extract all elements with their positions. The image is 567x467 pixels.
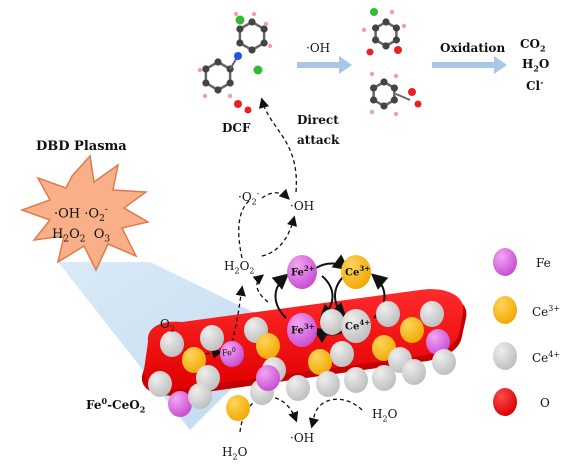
slab-atom-ce4 <box>420 301 444 327</box>
slab-atom-fe <box>220 341 244 367</box>
legend-ce4-dot <box>493 342 517 370</box>
fe0-label: Fe0 <box>222 347 236 358</box>
hydroxyl-label: ·OH <box>290 199 315 213</box>
oh-bottom-label: ·OH <box>290 431 315 445</box>
atom <box>233 11 239 17</box>
atom <box>369 109 375 115</box>
slab-atom-ce3 <box>226 395 250 421</box>
slab-atom-ce4 <box>200 325 224 351</box>
legend <box>493 248 517 416</box>
atom <box>361 27 367 33</box>
oxidation-label: Oxidation <box>440 41 506 55</box>
fe2-atom <box>287 255 317 289</box>
atom <box>414 100 422 108</box>
slab-atom-ce4 <box>372 365 396 391</box>
slab-atom-ce3 <box>400 317 424 343</box>
plasma-species-line2: H2O2 O3 <box>52 227 111 245</box>
atom <box>202 93 208 99</box>
atom <box>253 65 263 75</box>
product-molecule-2 <box>369 71 422 117</box>
direct-attack-line1: Direct <box>297 113 339 127</box>
h2o-left-label: H2O <box>222 445 248 462</box>
redox-atoms <box>287 255 371 347</box>
slab-atom-ce4 <box>330 341 354 367</box>
fe3-atom <box>287 313 317 347</box>
atom <box>267 43 273 49</box>
dcf-label: DCF <box>222 121 251 135</box>
atom <box>393 73 399 79</box>
atom <box>263 21 269 27</box>
h2o-right-label: H2O <box>372 407 398 424</box>
fe2-label: Fe2+ <box>291 264 315 279</box>
slab-atom-ce4 <box>316 371 340 397</box>
legend-ce3-dot <box>493 296 517 324</box>
slab-atom-ce4 <box>344 367 368 393</box>
slab-atom-ce4 <box>402 359 426 385</box>
product-cl: Cl- <box>526 77 544 93</box>
slab-atom-ce4 <box>432 349 456 375</box>
plasma-species-line1: ·OH ·O2- <box>54 205 108 224</box>
atom <box>369 71 375 77</box>
atom <box>408 88 416 96</box>
atom <box>393 111 399 117</box>
atom <box>197 67 203 73</box>
reaction-arrows <box>297 56 507 74</box>
oh-arrow-label: ·OH <box>306 41 331 55</box>
legend-ce3-label: Ce3+ <box>532 304 561 319</box>
slab-atom-ce4 <box>376 301 400 327</box>
atom <box>235 15 245 25</box>
slab-atom-ce4 <box>286 375 310 401</box>
legend-o-dot <box>493 388 517 416</box>
ce3-label: Ce3+ <box>345 264 371 279</box>
slab-atom-ce4 <box>320 309 344 335</box>
slab-atom-ce3 <box>256 333 280 359</box>
slab-atom-ce4 <box>160 331 184 357</box>
slab-atom-fe <box>426 329 450 355</box>
slab-atom-ce3 <box>182 347 206 373</box>
atom <box>394 46 402 54</box>
slab-atom-ce4 <box>148 371 172 397</box>
atom <box>401 23 407 29</box>
legend-ce4-label: Ce4+ <box>532 350 561 365</box>
catalyst-label: Fe0-CeO2 <box>86 396 146 415</box>
slab-atom-fe <box>256 365 280 391</box>
atom <box>366 48 374 56</box>
product-molecule-1 <box>361 8 407 56</box>
atom <box>234 100 242 108</box>
ce4-atom <box>341 309 371 343</box>
plasma-title: DBD Plasma <box>36 139 127 154</box>
legend-fe-dot <box>493 248 517 276</box>
product-co2: CO2 <box>520 37 546 54</box>
product-h2o: H2O <box>522 57 550 74</box>
plasma-star <box>19 154 151 272</box>
slab-atoms <box>148 301 456 421</box>
slab-atom-fe <box>168 391 192 417</box>
superoxide-label: ·O2- <box>238 189 260 207</box>
direct-attack-line2: attack <box>297 133 340 147</box>
slab-atom-ce3 <box>308 349 332 375</box>
legend-o-label: O <box>540 396 550 410</box>
atom <box>251 11 257 17</box>
h2o2-label: H2O2 <box>224 259 255 276</box>
legend-fe-label: Fe <box>536 256 551 270</box>
atom <box>389 9 395 15</box>
ce4-label: Ce4+ <box>345 318 371 333</box>
slab-atom-ce4 <box>188 383 212 409</box>
fe3-label: Fe3+ <box>291 322 315 337</box>
atom <box>244 106 252 114</box>
ce3-atom <box>341 255 371 289</box>
atom <box>234 52 242 60</box>
dcf-molecule <box>197 11 273 114</box>
atom <box>370 8 378 16</box>
atom <box>227 93 233 99</box>
o2-label: O2 <box>160 317 175 334</box>
